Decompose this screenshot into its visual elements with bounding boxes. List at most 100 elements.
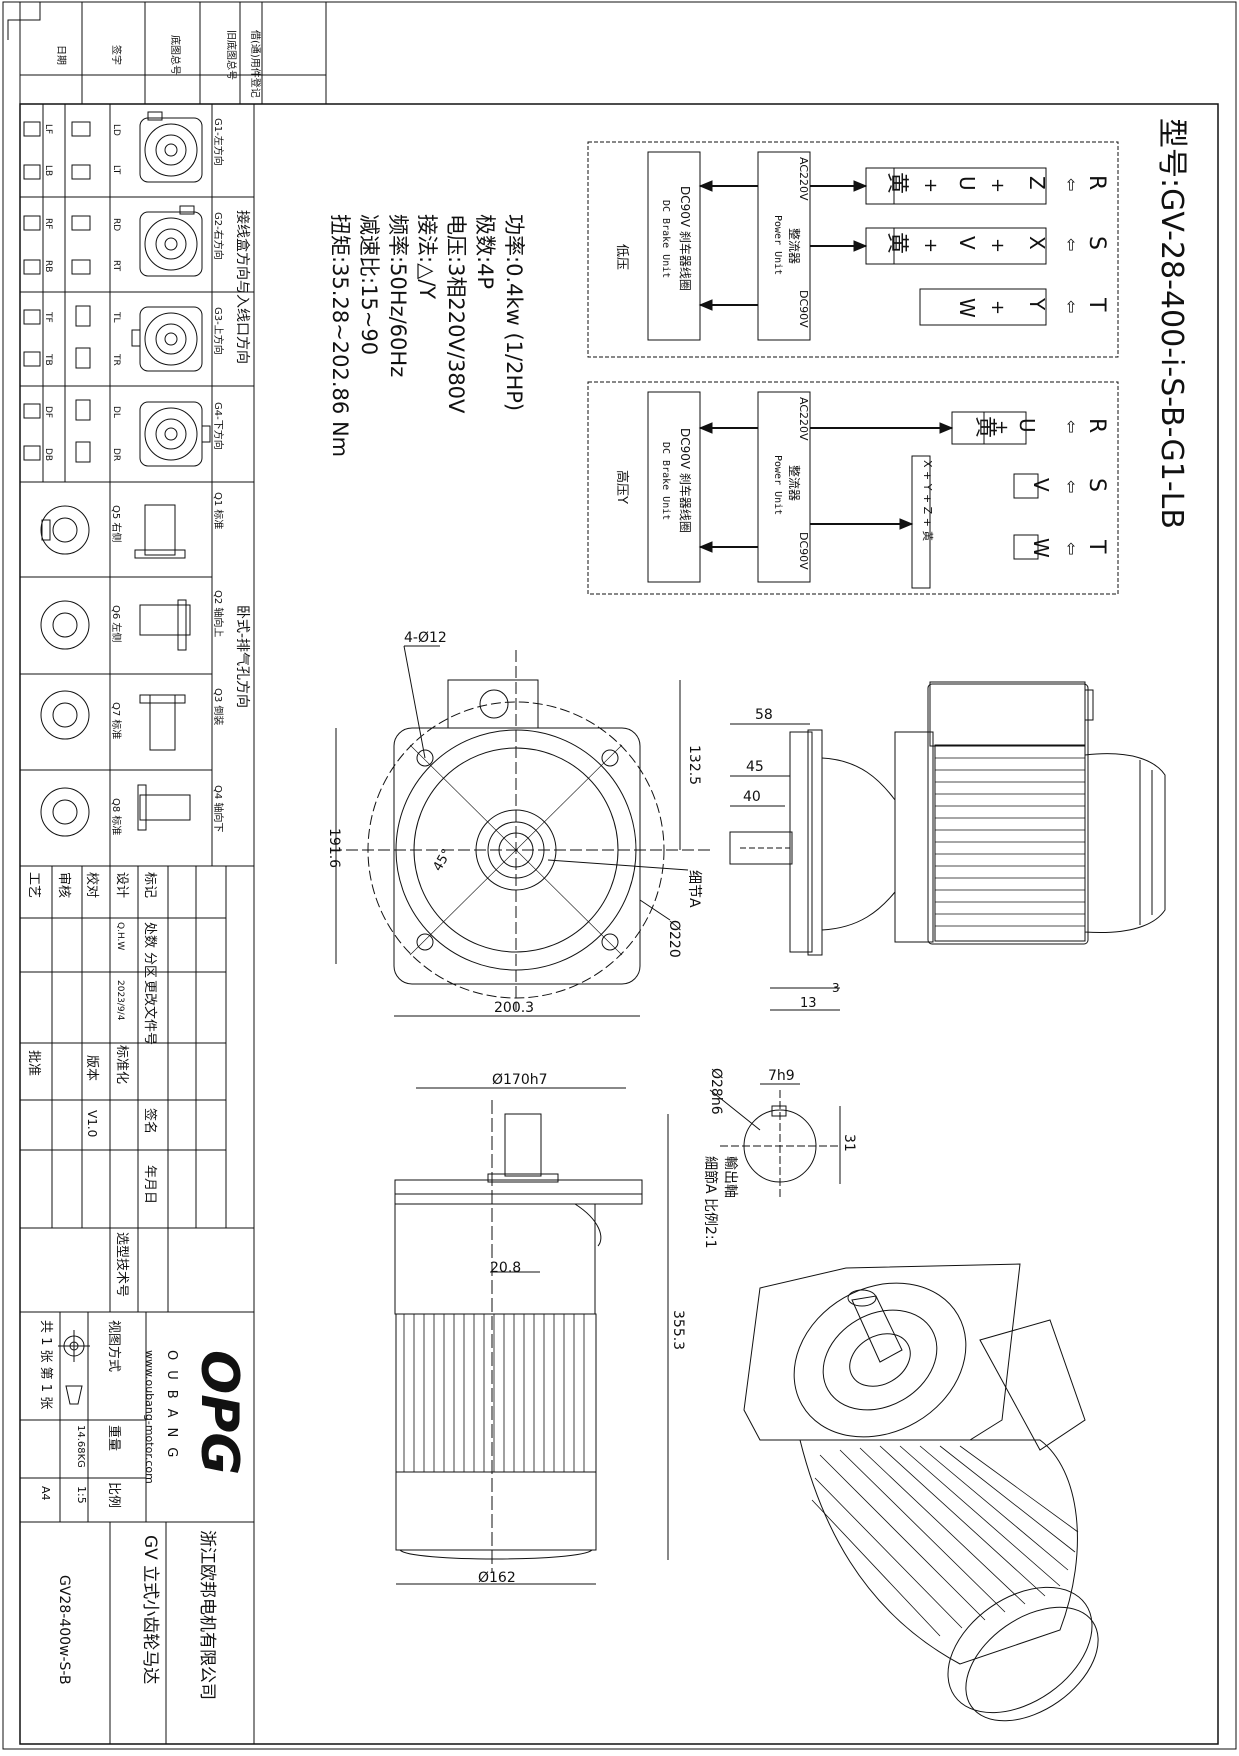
svg-text:Q8 标准: Q8 标准 xyxy=(110,798,122,835)
svg-text:2023/9/4: 2023/9/4 xyxy=(115,980,125,1021)
orientation-table: 接线盒方向与入线口方向 卧式-排气孔方向 G1-左方向 G2-右方向 G3-上方… xyxy=(19,104,255,1744)
svg-text:批准: 批准 xyxy=(26,1050,41,1076)
svg-text:⇦: ⇦ xyxy=(1062,300,1081,313)
svg-text:黄: 黄 xyxy=(884,232,909,254)
svg-text:20.8: 20.8 xyxy=(490,1260,521,1276)
svg-text:设计: 设计 xyxy=(114,872,129,898)
svg-text:Ø28h6: Ø28h6 xyxy=(708,1068,724,1115)
svg-text:DC90V 刹车器线圈: DC90V 刹车器线圈 xyxy=(678,428,693,533)
svg-text:低压: 低压 xyxy=(614,244,629,270)
svg-text:T: T xyxy=(1084,539,1109,554)
svg-text:校对: 校对 xyxy=(84,872,100,898)
svg-text:3: 3 xyxy=(832,981,840,995)
svg-text:40: 40 xyxy=(743,789,761,805)
svg-text:TF: TF xyxy=(43,311,53,323)
vent-row-2: Q2 轴向上 Q6 左侧 xyxy=(40,590,225,651)
spec-ratio: 减速比:15~90 xyxy=(357,214,381,355)
svg-text:+: + xyxy=(987,238,1008,253)
svg-text:355.3: 355.3 xyxy=(670,1310,686,1350)
group-g2-label: G2-右方向 xyxy=(212,212,225,260)
svg-text:更改文件号: 更改文件号 xyxy=(142,980,157,1045)
svg-text:Q6 左侧: Q6 左侧 xyxy=(110,605,123,642)
g1-motor-icon xyxy=(139,111,203,183)
svg-text:RB: RB xyxy=(43,260,53,272)
svg-text:Ø162: Ø162 xyxy=(478,1570,516,1586)
svg-text:视图方式: 视图方式 xyxy=(106,1320,122,1372)
group-g1-label: G1-左方向 xyxy=(212,118,225,166)
svg-text:200.3: 200.3 xyxy=(494,1000,534,1016)
svg-text:RT: RT xyxy=(111,260,121,272)
svg-text:TR: TR xyxy=(111,353,121,366)
svg-text:45°: 45° xyxy=(430,847,455,874)
bottom-view-motor xyxy=(394,1100,643,1572)
svg-text:132.5: 132.5 xyxy=(686,745,702,785)
svg-text:分区: 分区 xyxy=(142,952,157,978)
svg-text:处数: 处数 xyxy=(142,922,157,948)
svg-text:45: 45 xyxy=(746,759,764,775)
model-title: 型号:GV-28-400-i-S-B-G1-LB xyxy=(1154,118,1189,529)
svg-text:TL: TL xyxy=(111,311,121,323)
svg-text:A4: A4 xyxy=(39,1486,52,1501)
svg-text:Q1 标准: Q1 标准 xyxy=(212,492,224,529)
svg-text:LD: LD xyxy=(111,124,121,136)
g1-codes: LD LT LF LB xyxy=(23,121,121,180)
svg-text:高压Y: 高压Y xyxy=(614,470,630,504)
side-view-dims: 58 45 40 3 13 xyxy=(730,707,840,1011)
svg-text:Power Unit: Power Unit xyxy=(772,455,783,515)
svg-text:RF: RF xyxy=(43,218,53,229)
svg-text:⇦: ⇦ xyxy=(1062,178,1081,191)
svg-text:⇦: ⇦ xyxy=(1062,542,1081,555)
svg-text:⇦: ⇦ xyxy=(1062,420,1081,433)
svg-text:U: U xyxy=(955,176,979,191)
svg-text:58: 58 xyxy=(755,707,773,723)
orientation-header: 接线盒方向与入线口方向 xyxy=(234,210,251,364)
svg-text:U: U xyxy=(1015,418,1039,433)
svg-text:签名: 签名 xyxy=(142,1108,158,1134)
company-name: 浙江欧邦电机有限公司 xyxy=(197,1530,217,1700)
svg-text:+: + xyxy=(987,178,1008,193)
svg-text:⇦: ⇦ xyxy=(1062,480,1081,493)
svg-text:31: 31 xyxy=(841,1134,857,1152)
projection-symbol xyxy=(58,1330,90,1405)
svg-text:黄: 黄 xyxy=(972,416,997,438)
svg-text:4-Ø12: 4-Ø12 xyxy=(404,630,447,646)
g4-codes: DL DR DF DB xyxy=(23,399,121,463)
svg-text:Q5 右侧: Q5 右侧 xyxy=(110,505,123,542)
svg-text:工艺: 工艺 xyxy=(26,872,41,898)
svg-text:Q2 轴向上: Q2 轴向上 xyxy=(212,590,225,637)
svg-text:V1.0: V1.0 xyxy=(85,1110,99,1137)
svg-text:TB: TB xyxy=(43,353,53,366)
svg-text:黄: 黄 xyxy=(884,172,909,194)
svg-text:Power Unit: Power Unit xyxy=(772,215,783,275)
svg-text:W: W xyxy=(955,298,979,318)
spec-connection: 接法:△/Y xyxy=(415,214,439,299)
spec-list: 功率:0.4kw (1/2HP) 极数:4P 电压:3相220V/380V 接法… xyxy=(328,214,526,457)
svg-text:DL: DL xyxy=(111,406,121,418)
front-view-dims: 4-Ø12 132.5 191.6 200.3 45° 细节A Ø220 xyxy=(326,630,702,1017)
svg-text:1:5: 1:5 xyxy=(75,1486,88,1504)
g2-motor-icon xyxy=(139,205,203,277)
svg-text:DB: DB xyxy=(43,448,53,461)
margin-label-borrow: 借(通)用件登记 xyxy=(249,30,262,98)
svg-text:DR: DR xyxy=(111,448,121,461)
spec-power: 功率:0.4kw (1/2HP) xyxy=(502,214,526,411)
svg-text:年月日: 年月日 xyxy=(142,1165,157,1204)
g2-codes: RD RT RF RB xyxy=(23,215,121,275)
svg-text:选型技术号: 选型技术号 xyxy=(114,1232,129,1297)
svg-text:191.6: 191.6 xyxy=(326,828,342,868)
svg-text:X: X xyxy=(1025,236,1049,250)
g3-motor-icon xyxy=(131,306,203,372)
svg-text:LF: LF xyxy=(43,124,53,134)
svg-text:R: R xyxy=(1084,418,1109,433)
svg-text:+: + xyxy=(987,300,1008,315)
spec-voltage: 电压:3相220V/380V xyxy=(444,214,468,414)
svg-text:AC220V: AC220V xyxy=(797,157,810,201)
bottom-view-dims: Ø170h7 355.3 20.8 Ø162 xyxy=(396,1072,686,1586)
svg-text:13: 13 xyxy=(800,996,817,1011)
spec-torque: 扭矩:35.28~202.86 Nm xyxy=(328,214,352,457)
svg-text:细节A: 细节A xyxy=(686,870,702,908)
svg-text:AC220V: AC220V xyxy=(797,397,810,441)
g3-codes: TL TR TF TB xyxy=(23,305,121,369)
